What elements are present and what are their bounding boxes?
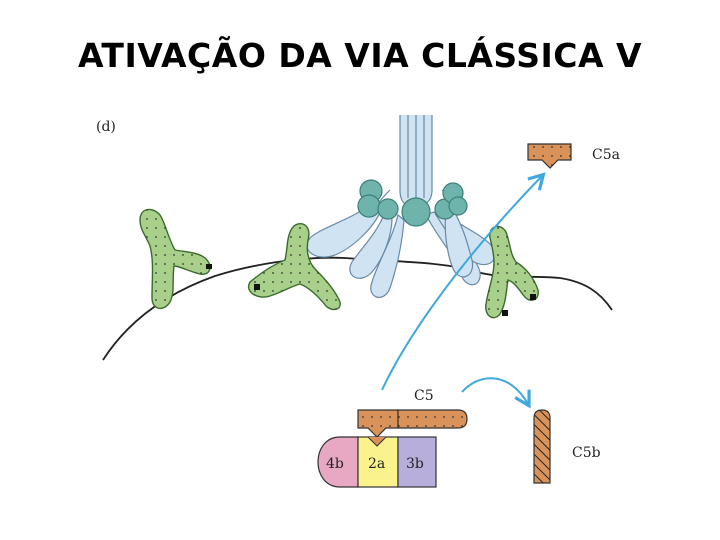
c1q-arms xyxy=(306,204,496,298)
antigen-markers xyxy=(206,264,536,316)
c4b-label: 4b xyxy=(326,456,344,472)
c2a-label: 2a xyxy=(368,456,385,472)
antibody-right-dots xyxy=(485,226,539,318)
c5a-label: C5a xyxy=(592,147,620,163)
cleavage-arrow-c5a xyxy=(381,172,546,391)
c5-label: C5 xyxy=(414,388,434,404)
c5b-label: C5b xyxy=(572,445,601,461)
cleavage-arrow-c5b xyxy=(461,377,531,409)
c5-convertase: 4b 2a 3b xyxy=(317,436,437,488)
antibody-left-dots xyxy=(140,209,211,309)
antibody-middle-dots xyxy=(248,223,341,310)
c1q-heads xyxy=(357,179,468,227)
c3b-label: 3b xyxy=(406,456,424,472)
slide-title: ATIVAÇÃO DA VIA CLÁSSICA V xyxy=(77,36,643,75)
c5-molecule xyxy=(357,409,468,438)
c5a-dots xyxy=(528,144,571,168)
panel-label: (d) xyxy=(96,119,116,135)
c5b-fragment xyxy=(533,409,551,484)
